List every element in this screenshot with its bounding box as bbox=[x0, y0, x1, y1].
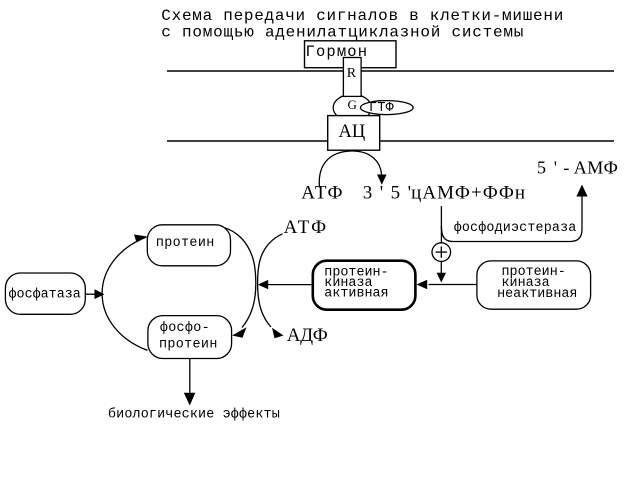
svg-text:киназа: киназа bbox=[502, 276, 550, 291]
svg-text:протеин-: протеин- bbox=[502, 265, 566, 280]
svg-text:АТФ: АТФ bbox=[301, 183, 342, 204]
svg-text:АЦ: АЦ bbox=[339, 122, 366, 142]
svg-text:фосфатаза: фосфатаза bbox=[9, 287, 81, 302]
svg-text:5'-АМФ: 5'-АМФ bbox=[537, 158, 618, 178]
svg-text:ГТФ: ГТФ bbox=[369, 101, 394, 116]
svg-text:G: G bbox=[348, 97, 357, 112]
svg-text:R: R bbox=[347, 66, 357, 81]
svg-text:протеин: протеин bbox=[159, 337, 218, 352]
svg-text:протеин-: протеин- bbox=[324, 265, 388, 280]
svg-text:фосфо-: фосфо- bbox=[160, 321, 210, 336]
svg-text:АДФ: АДФ bbox=[287, 325, 328, 346]
svg-text:киназа: киназа bbox=[324, 276, 372, 291]
svg-text:цАМФ+ФФн: цАМФ+ФФн bbox=[411, 183, 525, 204]
svg-text:Схема передачи сигналов в клет: Схема передачи сигналов в клетки-мишени bbox=[161, 7, 563, 25]
svg-text:неактивная: неактивная bbox=[497, 287, 577, 302]
svg-text:Гормон: Гормон bbox=[306, 43, 368, 61]
svg-text:протеин: протеин bbox=[156, 236, 215, 251]
svg-text:с помощью аденилатциклазной си: с помощью аденилатциклазной системы bbox=[161, 24, 523, 42]
svg-text:АТФ: АТФ bbox=[284, 217, 327, 238]
svg-text:активная: активная bbox=[324, 286, 388, 301]
svg-text:фосфодиэстераза: фосфодиэстераза bbox=[454, 221, 577, 236]
svg-text:биологические эффекты: биологические эффекты bbox=[108, 408, 280, 423]
